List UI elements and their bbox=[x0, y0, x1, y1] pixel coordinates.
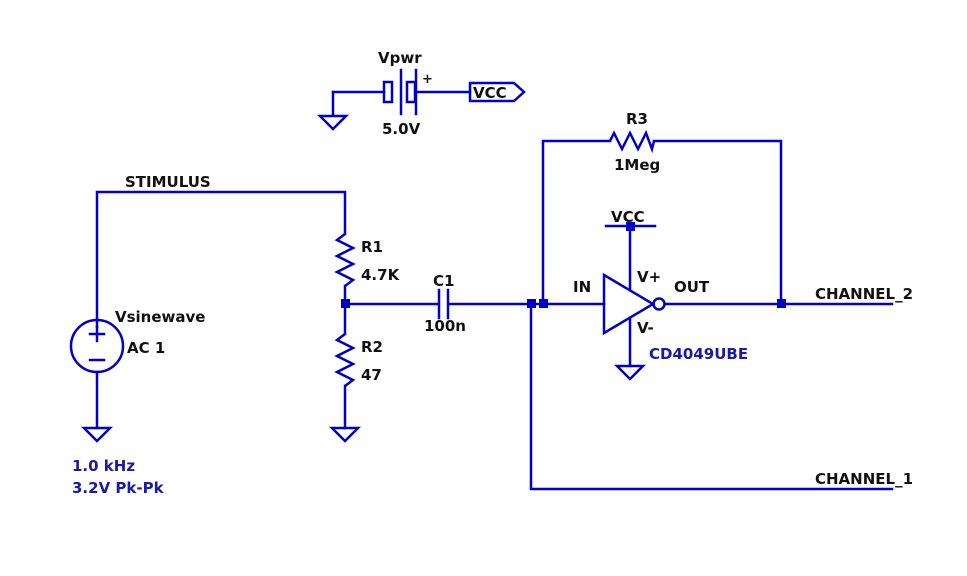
junction-vcc bbox=[626, 222, 635, 231]
voltage-source-vsinewave[interactable] bbox=[69, 318, 125, 374]
r2-name: R2 bbox=[361, 338, 383, 356]
resistor-r1[interactable] bbox=[334, 233, 356, 287]
r1-value: 4.7K bbox=[361, 266, 401, 284]
battery-ground-icon bbox=[316, 114, 350, 131]
vcc-net-flag[interactable] bbox=[468, 81, 526, 103]
r3-value: 1Meg bbox=[614, 156, 660, 174]
source-amplitude: 3.2V Pk-Pk bbox=[72, 479, 165, 497]
source-name: Vsinewave bbox=[115, 308, 205, 326]
buffer-pin-vminus: V- bbox=[637, 319, 654, 337]
capacitor-c1[interactable] bbox=[437, 288, 450, 320]
source-frequency: 1.0 kHz bbox=[72, 457, 135, 475]
buffer-pin-out: OUT bbox=[674, 278, 710, 296]
r1-name: R1 bbox=[361, 238, 383, 256]
c1-value: 100n bbox=[424, 317, 466, 335]
battery-value: 5.0V bbox=[382, 120, 421, 138]
resistor-r2[interactable] bbox=[334, 333, 356, 387]
r3-name: R3 bbox=[626, 110, 648, 128]
channel-2-label: CHANNEL_2 bbox=[815, 285, 913, 303]
stimulus-wire bbox=[95, 190, 347, 329]
feedback-wire bbox=[541, 139, 783, 306]
battery-vpwr[interactable] bbox=[331, 68, 472, 116]
battery-plus-sign: + bbox=[422, 72, 433, 87]
buffer-pin-in: IN bbox=[573, 278, 591, 296]
source-value: AC 1 bbox=[127, 339, 165, 357]
c1-name: C1 bbox=[433, 272, 454, 290]
r2-ground-icon bbox=[328, 426, 362, 443]
buffer-part-number: CD4049UBE bbox=[649, 345, 748, 363]
channel-1-wire bbox=[529, 302, 894, 491]
junction-output bbox=[777, 299, 786, 308]
buffer-vcc-label: VCC bbox=[611, 208, 645, 226]
stimulus-net-label: STIMULUS bbox=[125, 173, 211, 191]
buffer-pin-vplus: V+ bbox=[637, 268, 661, 286]
resistor-r3[interactable] bbox=[608, 129, 656, 154]
channel-1-label: CHANNEL_1 bbox=[815, 470, 913, 488]
vcc-flag-label: VCC bbox=[473, 84, 507, 102]
buffer-ground-icon bbox=[613, 364, 647, 381]
junction-buffer-input bbox=[539, 299, 548, 308]
source-ground-icon bbox=[80, 426, 114, 443]
battery-name: Vpwr bbox=[378, 49, 422, 67]
r2-value: 47 bbox=[361, 366, 382, 384]
